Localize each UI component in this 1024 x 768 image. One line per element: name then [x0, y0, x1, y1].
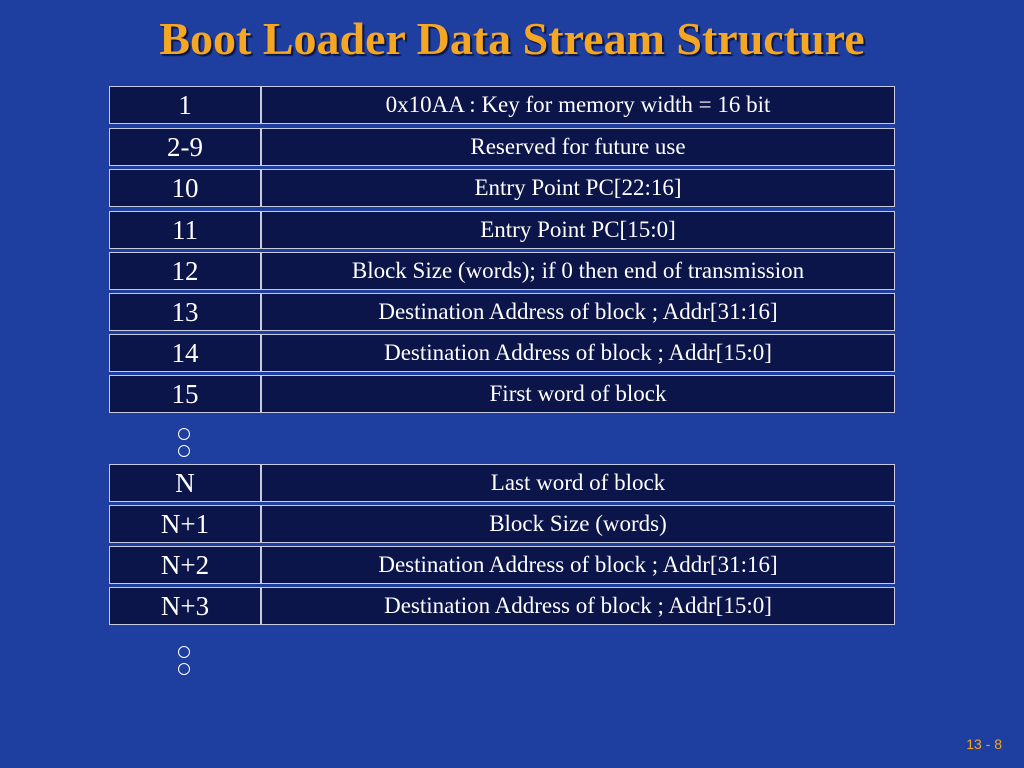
table-row: N+3 Destination Address of block ; Addr[…	[109, 587, 895, 625]
table-row: 14 Destination Address of block ; Addr[1…	[109, 334, 895, 372]
word-description: Destination Address of block ; Addr[31:1…	[261, 293, 895, 331]
table-row: 13 Destination Address of block ; Addr[3…	[109, 293, 895, 331]
word-number: 1	[109, 86, 261, 124]
word-number: N+2	[109, 546, 261, 584]
word-number: 13	[109, 293, 261, 331]
word-description: Destination Address of block ; Addr[15:0…	[261, 587, 895, 625]
word-description: Destination Address of block ; Addr[31:1…	[261, 546, 895, 584]
word-number: 14	[109, 334, 261, 372]
word-description: First word of block	[261, 375, 895, 413]
table-row: 15 First word of block	[109, 375, 895, 413]
word-description: Destination Address of block ; Addr[15:0…	[261, 334, 895, 372]
word-description: 0x10AA : Key for memory width = 16 bit	[261, 86, 895, 124]
page-number: 13 - 8	[966, 736, 1002, 752]
word-number: N+1	[109, 505, 261, 543]
word-description: Last word of block	[261, 464, 895, 502]
table-row: N Last word of block	[109, 464, 895, 502]
word-number: 11	[109, 211, 261, 249]
continuation-dots-icon	[178, 428, 192, 462]
table-row: 2-9 Reserved for future use	[109, 128, 895, 166]
table-row: 12 Block Size (words); if 0 then end of …	[109, 252, 895, 290]
table-row: 10 Entry Point PC[22:16]	[109, 169, 895, 207]
table-row: N+1 Block Size (words)	[109, 505, 895, 543]
word-description: Block Size (words)	[261, 505, 895, 543]
continuation-dots-icon	[178, 646, 192, 680]
word-number: 2-9	[109, 128, 261, 166]
word-description: Block Size (words); if 0 then end of tra…	[261, 252, 895, 290]
table-row: N+2 Destination Address of block ; Addr[…	[109, 546, 895, 584]
word-number: 12	[109, 252, 261, 290]
word-number: N+3	[109, 587, 261, 625]
word-number: 10	[109, 169, 261, 207]
word-number: N	[109, 464, 261, 502]
slide-title: Boot Loader Data Stream Structure	[159, 13, 865, 64]
table-row: 1 0x10AA : Key for memory width = 16 bit	[109, 86, 895, 124]
word-description: Entry Point PC[22:16]	[261, 169, 895, 207]
word-description: Entry Point PC[15:0]	[261, 211, 895, 249]
table-row: 11 Entry Point PC[15:0]	[109, 211, 895, 249]
word-description: Reserved for future use	[261, 128, 895, 166]
word-number: 15	[109, 375, 261, 413]
